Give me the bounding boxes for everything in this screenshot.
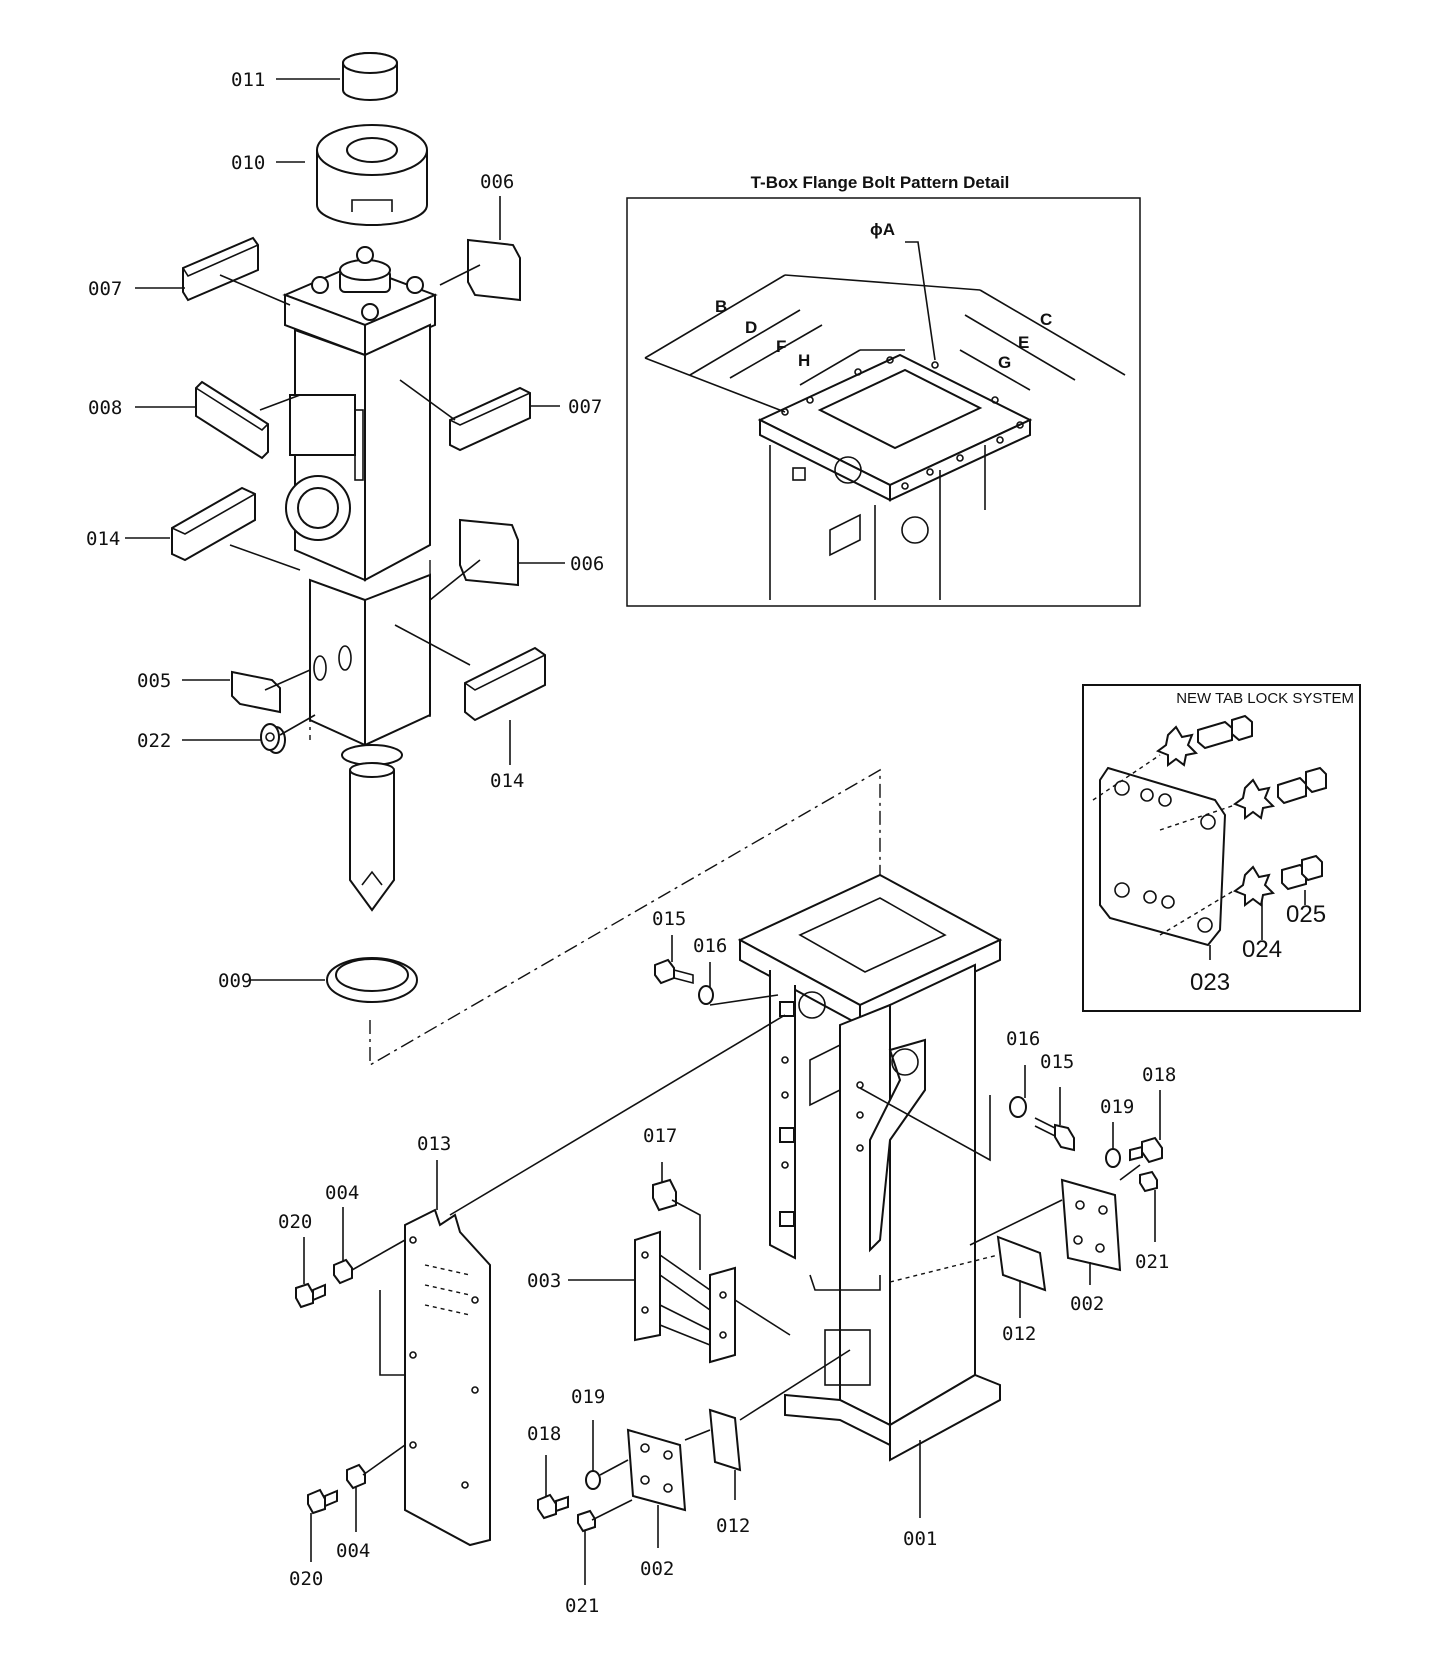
side-plate-013	[404, 1208, 491, 1547]
pad-005	[231, 670, 281, 714]
bracket-003	[634, 1230, 736, 1364]
washer-016-right	[1009, 1096, 1027, 1118]
callout-006-right: 006	[570, 553, 604, 575]
pad-007-upper-left	[182, 236, 259, 302]
pad-007-right	[449, 386, 531, 452]
callout-009: 009	[218, 970, 252, 992]
cover-002-right	[1060, 1178, 1122, 1272]
callout-005: 005	[137, 670, 171, 692]
bolt-004-upper	[333, 1258, 353, 1285]
leader-lines	[125, 78, 1161, 1585]
callout-021-right: 021	[1135, 1251, 1169, 1273]
callout-010: 010	[231, 152, 265, 174]
nut-017	[652, 1178, 677, 1212]
callout-019-lower: 019	[571, 1386, 605, 1408]
callout-007-right: 007	[568, 396, 602, 418]
washer-016-upper	[698, 985, 714, 1005]
callout-015-upper: 015	[652, 908, 686, 930]
flange-bolt-holes	[781, 356, 1024, 490]
dim-F: F	[776, 337, 786, 356]
bolt-015-right	[1034, 1117, 1075, 1152]
bolt-004-lower	[346, 1463, 366, 1490]
callout-020-upper: 020	[278, 1211, 312, 1233]
breaker-assembly	[171, 52, 881, 1067]
pad-014-left	[171, 486, 256, 562]
callout-022: 022	[137, 730, 171, 752]
ring-009	[326, 957, 418, 1003]
callout-016-upper: 016	[693, 935, 727, 957]
callout-003: 003	[527, 1270, 561, 1292]
callout-001: 001	[903, 1528, 937, 1550]
tab-lock-label-024: 024	[1242, 936, 1282, 963]
callout-002-right: 002	[1070, 1293, 1104, 1315]
dim-G: G	[998, 353, 1011, 372]
part-011-cap	[342, 52, 398, 101]
dim-D: D	[745, 318, 757, 337]
callout-012-lower: 012	[716, 1515, 750, 1537]
pad-014-right	[464, 646, 546, 722]
part-010-damper	[316, 124, 428, 226]
callout-017: 017	[643, 1125, 677, 1147]
callout-021-lower: 021	[565, 1595, 599, 1617]
callout-006-upper: 006	[480, 171, 514, 193]
callout-014-right: 014	[490, 770, 524, 792]
callout-016-right: 016	[1006, 1028, 1040, 1050]
pin-022	[260, 723, 286, 754]
pad-006-right	[459, 518, 519, 587]
bolt-021-right	[1139, 1170, 1158, 1193]
cover-002-left	[626, 1428, 687, 1512]
bolt-015-upper	[654, 958, 694, 985]
dimension-lines	[644, 241, 1126, 413]
callout-018-right: 018	[1142, 1064, 1176, 1086]
dim-phiA: ϕA	[870, 220, 895, 239]
washer-019-lower	[585, 1470, 601, 1490]
pad-008-left	[195, 380, 269, 460]
callout-008: 008	[88, 397, 122, 419]
dim-B: B	[715, 297, 727, 316]
callout-011: 011	[231, 69, 265, 91]
breaker-head	[282, 246, 438, 357]
dim-C: C	[1040, 310, 1052, 329]
tab-lock-plate	[1099, 766, 1227, 947]
tbox-flange-drawing	[757, 353, 1033, 600]
tbox-detail-box: T-Box Flange Bolt Pattern Detail	[626, 173, 1141, 607]
callout-007-upper: 007	[88, 278, 122, 300]
callout-014-left: 014	[86, 528, 120, 550]
callout-015-right: 015	[1040, 1051, 1074, 1073]
tab-lock-washers	[1155, 725, 1276, 907]
dim-H: H	[798, 351, 810, 370]
dim-E: E	[1018, 333, 1029, 352]
breaker-body	[285, 323, 431, 747]
callout-019-right: 019	[1100, 1096, 1134, 1118]
bolt-020-upper	[295, 1282, 326, 1309]
detail-box-title: T-Box Flange Bolt Pattern Detail	[751, 173, 1010, 192]
bolt-018-lower	[537, 1493, 569, 1520]
callout-018-lower: 018	[527, 1423, 561, 1445]
plate-012-right	[996, 1235, 1047, 1292]
pad-006-upper-right	[467, 238, 521, 302]
callout-002-lower: 002	[640, 1558, 674, 1580]
bolt-021-lower	[577, 1509, 596, 1533]
callout-020-lower: 020	[289, 1568, 323, 1590]
tab-lock-label-025: 025	[1286, 901, 1326, 928]
tab-lock-label-023: 023	[1190, 969, 1230, 996]
callout-004-upper: 004	[325, 1182, 359, 1204]
housing-001	[737, 873, 1003, 1462]
bolt-018-right	[1129, 1136, 1163, 1164]
chisel	[341, 744, 403, 912]
tab-lock-title: NEW TAB LOCK SYSTEM	[1176, 690, 1354, 707]
tab-lock-bolts	[1197, 714, 1327, 891]
callout-004-lower: 004	[336, 1540, 370, 1562]
callout-012-right: 012	[1002, 1323, 1036, 1345]
tab-lock-inset: NEW TAB LOCK SYSTEM 023 02	[1082, 684, 1361, 1012]
callout-labels: 011 010 006 007 008 007 014 006 005 022 …	[86, 69, 1176, 1617]
washer-019-right	[1105, 1148, 1121, 1168]
bolt-020-lower	[307, 1488, 338, 1515]
plate-012-left	[708, 1408, 742, 1472]
callout-013: 013	[417, 1133, 451, 1155]
